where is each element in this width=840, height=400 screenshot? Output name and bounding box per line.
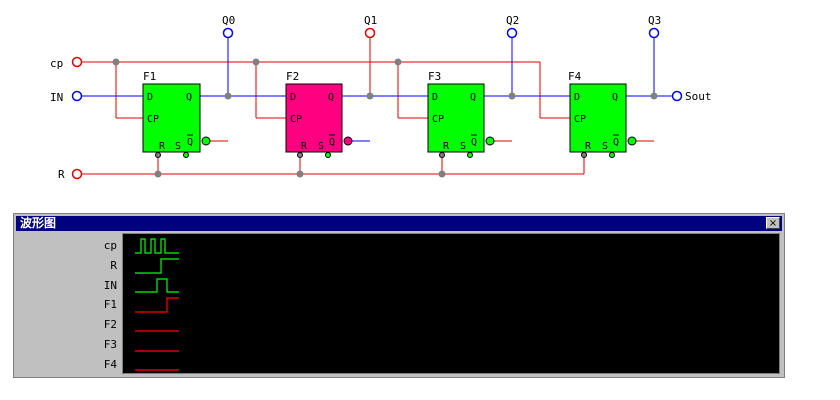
f4-label: F4 <box>568 70 582 83</box>
in-input-label: IN <box>50 91 63 104</box>
q0-terminal[interactable] <box>222 27 234 39</box>
sout-label: Sout <box>685 90 712 103</box>
flipflop-f2[interactable]: F2 D Q CP R S Q <box>285 70 353 153</box>
svg-text:R: R <box>443 141 450 152</box>
svg-text:Q: Q <box>612 92 618 103</box>
svg-text:Q: Q <box>471 137 477 148</box>
signal-label-f2: F2 <box>103 318 117 331</box>
svg-text:Q: Q <box>328 92 334 103</box>
cp-input-label: cp <box>50 57 63 70</box>
q1-label: Q1 <box>364 14 377 27</box>
svg-text:D: D <box>290 92 296 103</box>
signal-label-in: IN <box>103 279 117 292</box>
signal-label-column: cp R IN F1 F2 F3 F4 <box>16 233 121 375</box>
waveform-titlebar[interactable]: 波形图 × <box>16 216 782 231</box>
waveform-display[interactable] <box>122 233 780 374</box>
r-terminal[interactable] <box>71 168 83 180</box>
f3-label: F3 <box>428 70 441 83</box>
svg-text:R: R <box>159 141 166 152</box>
svg-text:CP: CP <box>290 114 302 125</box>
signal-label-f1: F1 <box>103 298 117 311</box>
signal-label-r: R <box>110 259 117 272</box>
svg-text:D: D <box>432 92 438 103</box>
f1-label: F1 <box>143 70 156 83</box>
f2-label: F2 <box>286 70 299 83</box>
svg-text:R: R <box>301 141 308 152</box>
svg-text:Q: Q <box>187 137 193 148</box>
svg-text:S: S <box>175 141 181 152</box>
wave-f1 <box>135 297 179 313</box>
svg-text:D: D <box>147 92 153 103</box>
in-terminal[interactable] <box>71 90 83 102</box>
signal-label-f4: F4 <box>103 358 117 371</box>
flipflop-f4[interactable]: F4 D Q CP R S Q <box>568 70 637 153</box>
waveform-window[interactable]: 波形图 × cp R IN F1 F2 F3 F4 <box>13 213 785 378</box>
shift-register-circuit: cp IN R F1 D Q CP R S Q F2 <box>50 14 712 181</box>
wave-r <box>135 258 179 274</box>
svg-text:S: S <box>318 141 324 152</box>
svg-text:R: R <box>585 141 592 152</box>
svg-text:Q: Q <box>186 92 192 103</box>
sout-terminal[interactable] <box>671 90 683 102</box>
q1-terminal[interactable] <box>364 27 376 39</box>
flipflop-f3[interactable]: F3 D Q CP R S Q <box>427 70 495 153</box>
q2-terminal[interactable] <box>506 27 518 39</box>
cp-terminal[interactable] <box>71 56 83 68</box>
signal-label-cp: cp <box>103 239 117 252</box>
q3-terminal[interactable] <box>648 27 660 39</box>
svg-text:Q: Q <box>470 92 476 103</box>
r-input-label: R <box>58 168 65 181</box>
svg-text:CP: CP <box>574 114 586 125</box>
svg-text:CP: CP <box>432 114 444 125</box>
svg-text:Q: Q <box>329 137 335 148</box>
flipflop-f1[interactable]: F1 D Q CP R S Q <box>142 70 211 153</box>
wave-in <box>135 278 179 293</box>
svg-text:D: D <box>574 92 580 103</box>
svg-text:S: S <box>460 141 466 152</box>
signal-label-f3: F3 <box>103 338 117 351</box>
q0-label: Q0 <box>222 14 235 27</box>
waveform-title: 波形图 <box>20 216 57 230</box>
close-icon[interactable]: × <box>766 217 780 229</box>
wave-cp <box>135 238 179 254</box>
svg-text:S: S <box>602 141 608 152</box>
waveform-traces <box>135 238 179 371</box>
q3-label: Q3 <box>648 14 661 27</box>
q2-label: Q2 <box>506 14 519 27</box>
svg-text:CP: CP <box>147 114 159 125</box>
svg-text:Q: Q <box>613 137 619 148</box>
